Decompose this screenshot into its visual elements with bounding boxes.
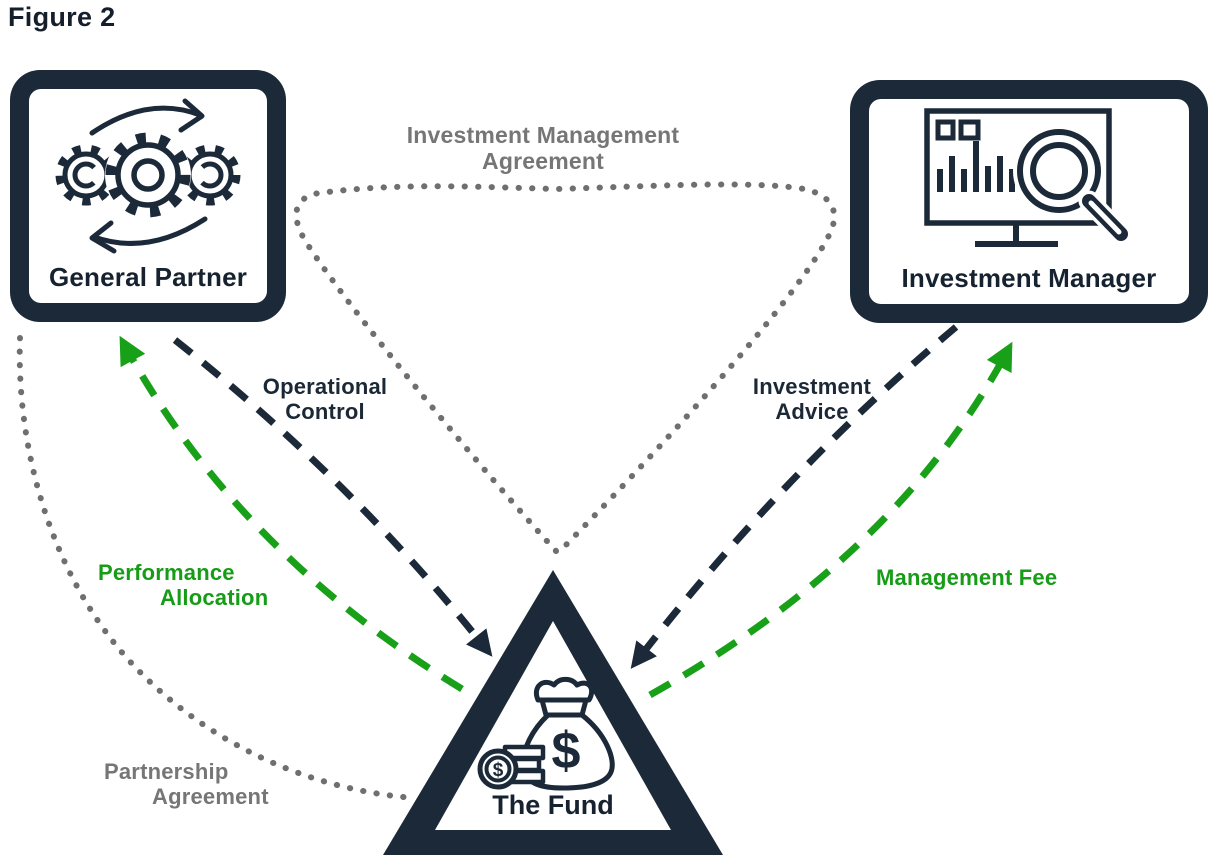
gears-cycle-icon-wrap <box>29 89 267 262</box>
right-gear <box>179 144 241 206</box>
investment-advice-arrow <box>630 324 959 669</box>
monitor-magnifier-icon-wrap <box>869 99 1189 263</box>
operational-control-label: Operational Control <box>262 374 388 424</box>
money-bag-icon: $ $ <box>477 676 615 791</box>
investment-manager-card: Investment Manager <box>869 99 1189 304</box>
bar-chart <box>937 141 1015 192</box>
investment-manager-label: Investment Manager <box>901 263 1157 293</box>
partnership-agreement-label-line2: Agreement <box>152 784 269 809</box>
investment-management-agreement-line <box>293 181 838 554</box>
operational-control-arrow <box>172 337 493 657</box>
money-bag: $ <box>520 676 615 791</box>
dollar-coin: $ <box>477 748 519 790</box>
performance-allocation-arrow <box>119 335 464 692</box>
monitor <box>924 108 1112 247</box>
management-fee-arrow <box>648 341 1013 699</box>
general-partner-node: General Partner <box>10 70 286 322</box>
general-partner-label: General Partner <box>48 262 248 292</box>
performance-allocation-label-line2: Allocation <box>160 585 269 610</box>
investment-advice-label: Investment Advice <box>752 374 872 424</box>
fund-label: The Fund <box>492 790 614 820</box>
performance-allocation-label-line1: Performance <box>98 560 235 585</box>
cycle-arrows <box>89 98 208 254</box>
money-bag-icon-wrap: $ $ <box>470 676 620 799</box>
bag-dollar-sign: $ <box>552 722 581 780</box>
magnifier <box>1013 125 1132 245</box>
partnership-agreement-label-line1: Partnership <box>104 759 229 784</box>
coin-dollar-sign: $ <box>493 760 504 781</box>
investment-management-agreement-label: Investment Management Agreement <box>406 122 680 174</box>
monitor-magnifier-icon <box>924 108 1132 247</box>
monitor-squares <box>935 119 981 141</box>
center-gear <box>105 132 191 218</box>
gears-cycle-icon <box>55 98 241 254</box>
investment-manager-node: Investment Manager <box>850 80 1208 323</box>
left-gear <box>55 144 117 206</box>
management-fee-label: Management Fee <box>876 565 1058 590</box>
partnership-agreement-line <box>16 335 417 801</box>
figure-title: Figure 2 <box>8 2 116 32</box>
general-partner-card: General Partner <box>29 89 267 303</box>
